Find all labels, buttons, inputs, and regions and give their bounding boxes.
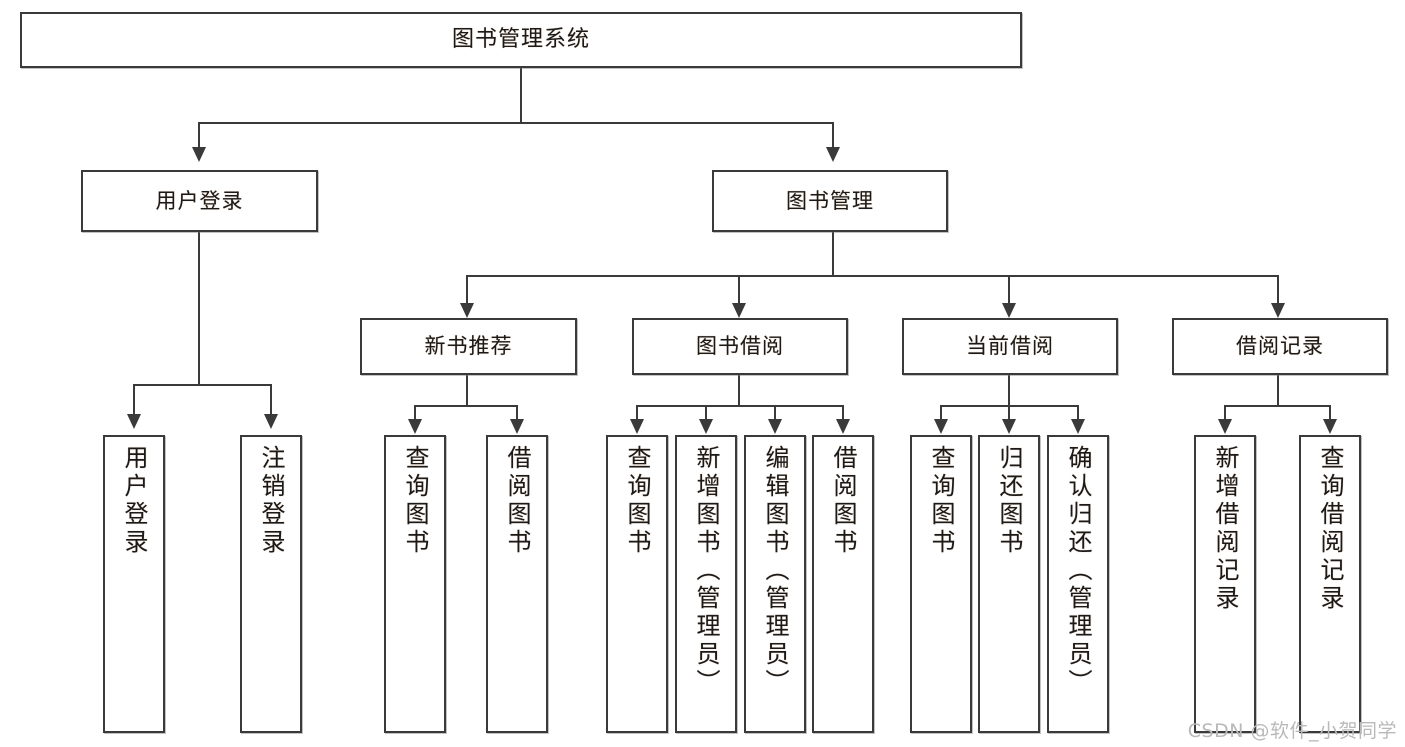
edge-current-borrow-branch-2 xyxy=(1008,405,1010,420)
edge-borrow-record-branch-1 xyxy=(1224,405,1226,420)
leaf-currentborrow-query-book[interactable]: 查询图书 xyxy=(910,435,972,733)
node-label: 借阅图书 xyxy=(829,445,857,557)
edge-book-manage-branch-2 xyxy=(738,275,740,303)
leaf-bookborrow-add-book-admin[interactable]: 新增图书（管理员） xyxy=(675,435,737,733)
leaf-logout[interactable]: 注销登录 xyxy=(240,435,302,733)
edge-book-borrow-stem xyxy=(738,375,740,406)
arrowhead-leaf-user-login xyxy=(127,414,141,429)
edge-book-borrow-bus xyxy=(636,405,844,407)
edge-book-borrow-branch-2 xyxy=(705,405,707,420)
edge-current-borrow-branch-1 xyxy=(940,405,942,420)
node-label: 归还图书 xyxy=(995,445,1023,557)
node-label: 图书管理系统 xyxy=(451,27,590,53)
node-label: 图书管理 xyxy=(786,188,874,213)
node-label: 借阅记录 xyxy=(1236,334,1324,359)
node-label: 查询图书 xyxy=(623,445,651,557)
arrowhead-bookborrow-leaf-4 xyxy=(836,419,850,434)
edge-new-book-branch-2 xyxy=(516,405,518,420)
arrowhead-borrow-record xyxy=(1271,303,1285,318)
arrowhead-currentborrow-leaf-3 xyxy=(1071,419,1085,434)
edge-new-book-stem xyxy=(466,375,468,406)
leaf-bookborrow-borrow-book[interactable]: 借阅图书 xyxy=(812,435,874,733)
edge-book-manage-bus xyxy=(466,275,1278,277)
node-label: 新书推荐 xyxy=(424,334,513,359)
edge-new-book-branch-1 xyxy=(414,405,416,420)
node-label: 新增借阅记录 xyxy=(1211,445,1239,613)
node-label: 用户登录 xyxy=(155,188,244,213)
node-book-borrow[interactable]: 图书借阅 xyxy=(632,318,848,375)
edge-user-login-bus xyxy=(133,384,271,386)
leaf-newbook-borrow-book[interactable]: 借阅图书 xyxy=(486,435,548,733)
edge-borrow-record-stem xyxy=(1277,375,1279,406)
node-book-management[interactable]: 图书管理 xyxy=(712,170,948,232)
edge-book-manage-stem xyxy=(832,232,834,276)
leaf-bookborrow-query-book[interactable]: 查询图书 xyxy=(606,435,668,733)
node-current-borrow[interactable]: 当前借阅 xyxy=(902,318,1118,375)
leaf-user-login[interactable]: 用户登录 xyxy=(103,435,165,733)
node-label: 查询图书 xyxy=(927,445,955,557)
edge-borrow-record-branch-2 xyxy=(1329,405,1331,420)
node-label: 图书借阅 xyxy=(696,334,784,359)
leaf-bookborrow-edit-book-admin[interactable]: 编辑图书（管理员） xyxy=(744,435,806,733)
edge-current-borrow-branch-3 xyxy=(1077,405,1079,420)
arrowhead-current-borrow xyxy=(1002,303,1016,318)
node-label: 注销登录 xyxy=(257,445,285,557)
arrowhead-leaf-logout xyxy=(264,414,278,429)
node-label: 借阅图书 xyxy=(503,445,531,557)
arrowhead-bookborrow-leaf-3 xyxy=(768,419,782,434)
edge-user-login-branch-1 xyxy=(133,384,135,414)
csdn-watermark: CSDN @软件_小贺同学 xyxy=(1187,720,1397,742)
edge-book-manage-branch-1 xyxy=(466,275,468,303)
edge-user-login-branch-2 xyxy=(270,384,272,414)
node-label: 用户登录 xyxy=(120,445,148,557)
node-label: 当前借阅 xyxy=(966,334,1054,359)
arrowhead-new-book xyxy=(460,303,474,318)
arrowhead-currentborrow-leaf-2 xyxy=(1002,419,1016,434)
node-label: 编辑图书（管理员） xyxy=(761,445,789,697)
node-label: 新增图书（管理员） xyxy=(692,445,720,697)
arrowhead-book-borrow xyxy=(732,303,746,318)
node-label: 查询借阅记录 xyxy=(1316,445,1344,613)
node-borrow-record[interactable]: 借阅记录 xyxy=(1172,318,1388,375)
leaf-borrowrecord-query-record[interactable]: 查询借阅记录 xyxy=(1299,435,1361,733)
edge-book-borrow-branch-1 xyxy=(636,405,638,420)
edge-borrow-record-bus xyxy=(1224,405,1331,407)
edge-book-borrow-branch-3 xyxy=(774,405,776,420)
edge-root-bus xyxy=(198,122,834,124)
node-root-book-management-system[interactable]: 图书管理系统 xyxy=(20,12,1022,68)
arrowhead-bookborrow-leaf-1 xyxy=(630,419,644,434)
leaf-borrowrecord-add-record[interactable]: 新增借阅记录 xyxy=(1194,435,1256,733)
arrowhead-borrowrecord-leaf-1 xyxy=(1218,419,1232,434)
edge-root-to-user-login xyxy=(198,122,200,147)
edge-current-borrow-stem xyxy=(1008,375,1010,406)
leaf-currentborrow-return-book[interactable]: 归还图书 xyxy=(978,435,1040,733)
arrowhead-currentborrow-leaf-1 xyxy=(934,419,948,434)
edge-book-borrow-branch-4 xyxy=(842,405,844,420)
arrowhead-newbook-leaf-1 xyxy=(408,419,422,434)
edge-new-book-bus xyxy=(414,405,518,407)
node-label: 查询图书 xyxy=(401,445,429,557)
leaf-currentborrow-confirm-return-admin[interactable]: 确认归还（管理员） xyxy=(1047,435,1109,733)
arrowhead-book-manage xyxy=(826,147,840,162)
node-user-login[interactable]: 用户登录 xyxy=(81,170,318,232)
edge-book-manage-branch-3 xyxy=(1008,275,1010,303)
edge-book-manage-branch-4 xyxy=(1277,275,1279,303)
arrowhead-bookborrow-leaf-2 xyxy=(699,419,713,434)
node-label: 确认归还（管理员） xyxy=(1064,445,1092,697)
arrowhead-borrowrecord-leaf-2 xyxy=(1323,419,1337,434)
arrowhead-newbook-leaf-2 xyxy=(510,419,524,434)
node-new-book-recommend[interactable]: 新书推荐 xyxy=(360,318,577,375)
arrowhead-user-login xyxy=(192,147,206,162)
edge-root-stem xyxy=(520,68,522,123)
edge-root-to-book-manage xyxy=(832,122,834,147)
leaf-newbook-query-book[interactable]: 查询图书 xyxy=(384,435,446,733)
edge-user-login-stem xyxy=(198,232,200,385)
